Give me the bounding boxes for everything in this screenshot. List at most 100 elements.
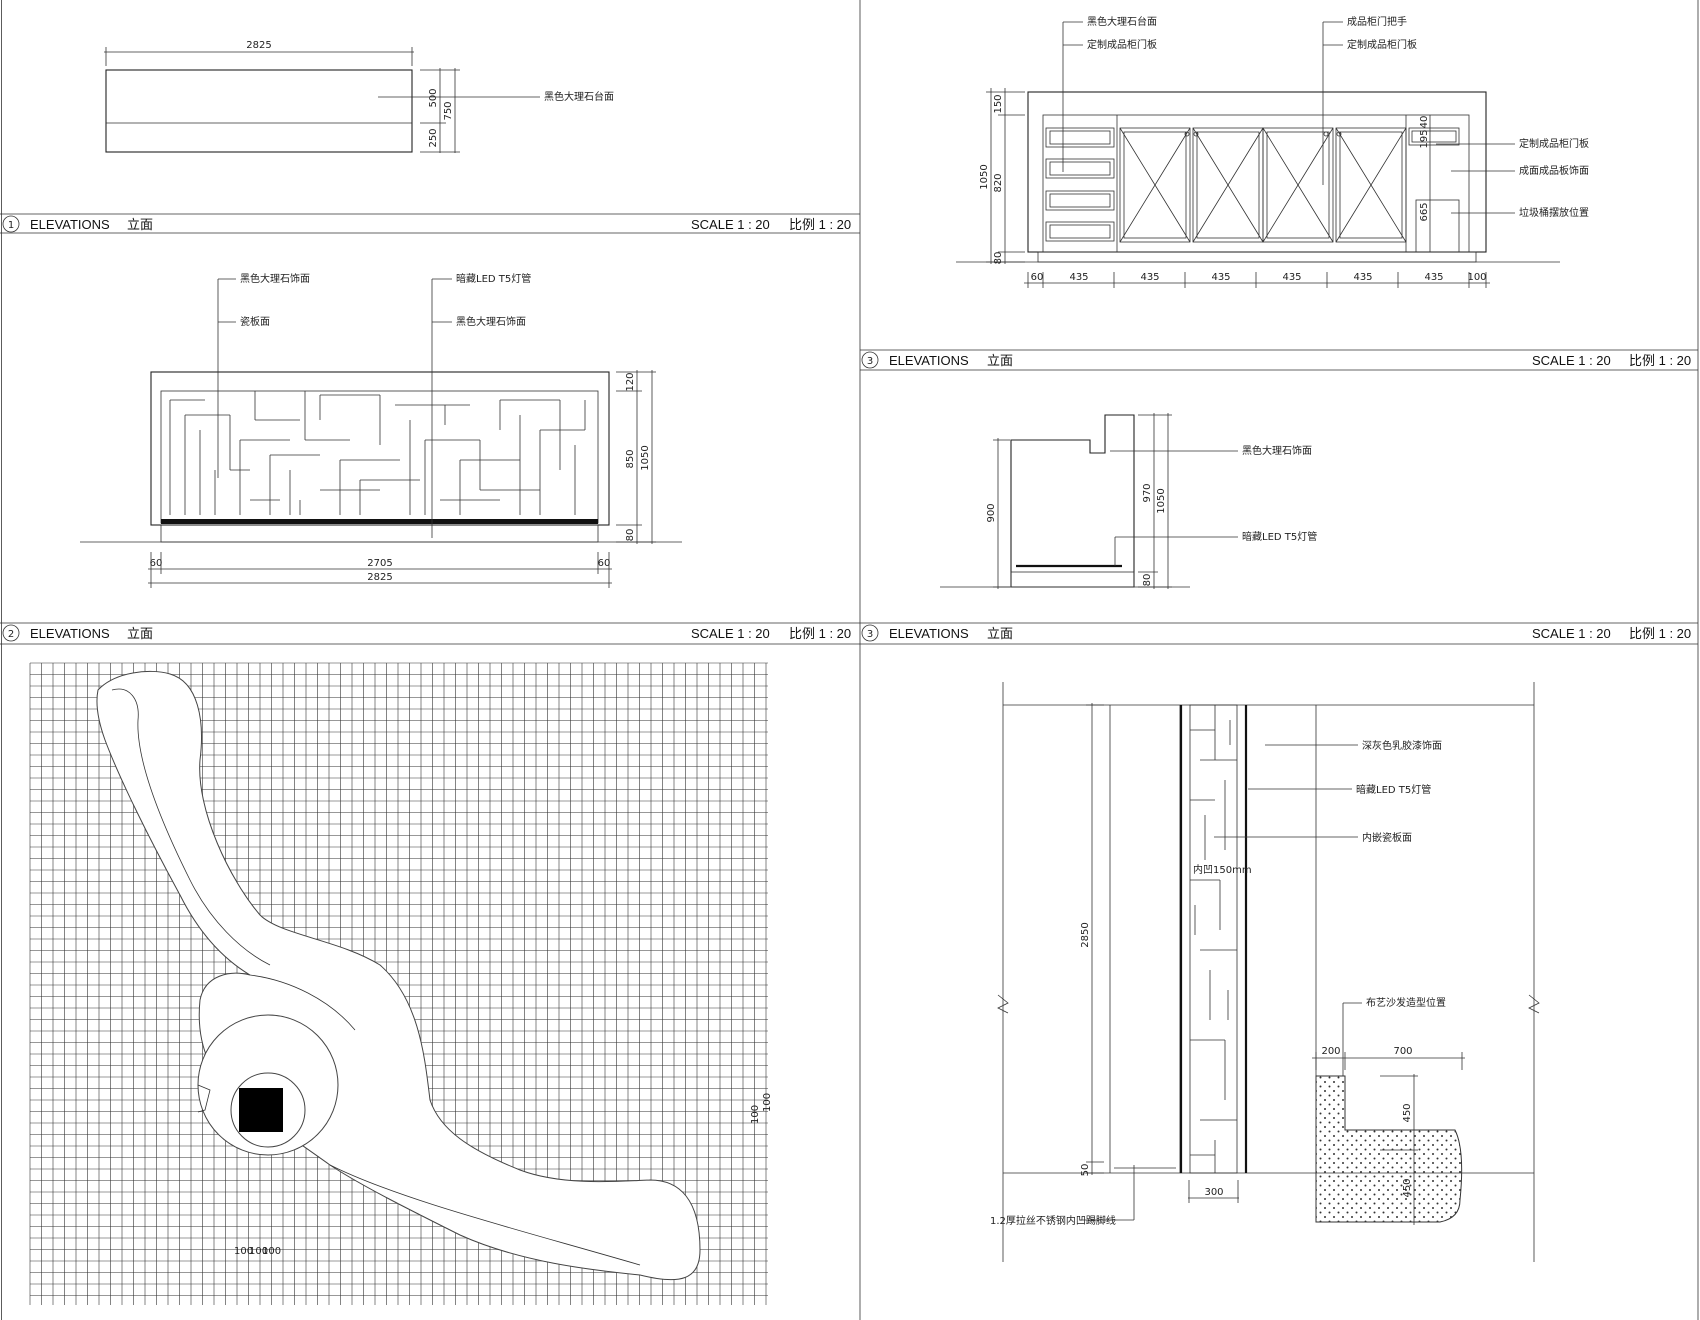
- dim-w-left: 60: [1031, 272, 1044, 283]
- panel-title-en: ELEVATIONS: [889, 626, 969, 641]
- panel-number: 3: [867, 629, 873, 640]
- label-stone-top: 黑色大理石台面: [1087, 15, 1157, 28]
- dim-w-right: 100: [1467, 272, 1486, 283]
- title-bar-panel-2: 2 ELEVATIONS 立面 SCALE 1 : 20 比例 1 : 20: [0, 622, 860, 645]
- counter-top-view: 2825 500 250 750 黑色大理石台面: [104, 40, 614, 153]
- dim-small: 40: [1419, 116, 1430, 129]
- dim-drawer-h: 195: [1419, 129, 1430, 148]
- panel-title-en: ELEVATIONS: [889, 353, 969, 368]
- dim-depth-b: 250: [428, 128, 439, 147]
- floor-plan: 100 100 100 100 100: [29, 662, 773, 1305]
- panel-scale-cn: 比例 1 : 20: [789, 626, 851, 641]
- dim-h-high: 970: [1142, 483, 1153, 502]
- dim-total: 2825: [367, 572, 392, 583]
- dim-depth-a: 500: [428, 88, 439, 107]
- cabinet-doors: [1119, 127, 1407, 243]
- label-handle: 成品柜门把手: [1347, 15, 1407, 28]
- title-bar-panel-3b: 3 ELEVATIONS 立面 SCALE 1 : 20 比例 1 : 20: [860, 622, 1698, 645]
- dim-h-total: 1050: [640, 445, 651, 470]
- label-sofa: 布艺沙发造型位置: [1366, 996, 1446, 1009]
- counter-outline: [96, 670, 701, 1281]
- dim-w-col-5: 435: [1353, 272, 1372, 283]
- dim-w-col-6: 435: [1424, 272, 1443, 283]
- dim-left: 60: [150, 558, 163, 569]
- panel-title-cn: 立面: [127, 626, 153, 641]
- panel-title-en: ELEVATIONS: [30, 626, 110, 641]
- grid-dim-b: 100: [249, 1246, 268, 1257]
- dim-w-col-4: 435: [1282, 272, 1301, 283]
- label-stone-b: 黑色大理石饰面: [456, 315, 526, 328]
- label-tile: 瓷板面: [240, 315, 270, 328]
- dim-mid: 2705: [367, 558, 392, 569]
- panel-title-cn: 立面: [987, 353, 1013, 368]
- label-stone: 黑色大理石饰面: [1242, 444, 1312, 457]
- label-stone-top: 黑色大理石台面: [544, 90, 614, 103]
- dim-width: 2825: [246, 40, 271, 51]
- label-led: 暗藏LED T5灯管: [1242, 530, 1317, 543]
- counter-side-elevation: 黑色大理石饰面 暗藏LED T5灯管 900 970 1050 80: [940, 413, 1317, 589]
- panel-number: 2: [8, 629, 14, 640]
- grid-dim-c: 100: [262, 1246, 281, 1257]
- panel-number: 3: [867, 356, 873, 367]
- dim-h-total: 1050: [979, 164, 990, 189]
- dim-h-top: 120: [625, 372, 636, 391]
- panel-scale-cn: 比例 1 : 20: [1629, 353, 1691, 368]
- panel-scale-cn: 比例 1 : 20: [789, 217, 851, 232]
- label-led: 暗藏LED T5灯管: [1356, 783, 1431, 796]
- panel-scale-en: SCALE 1 : 20: [1532, 626, 1611, 641]
- dim-sofa-a: 200: [1321, 1046, 1340, 1057]
- dim-sofa-d: 450: [1402, 1178, 1413, 1197]
- label-door-panel-right: 定制成品柜门板: [1347, 38, 1417, 51]
- dim-h-low: 900: [986, 503, 997, 522]
- dim-sofa-b: 700: [1393, 1046, 1412, 1057]
- dim-sofa-c: 450: [1402, 1103, 1413, 1122]
- dim-h-mid: 820: [993, 173, 1004, 192]
- inset-tile-pattern: [1190, 705, 1237, 1173]
- label-led: 暗藏LED T5灯管: [456, 272, 531, 285]
- dim-bin-h: 665: [1419, 202, 1430, 221]
- wall-elevation: 2850 50 300 200 700 450 450 深灰色乳胶漆饰面 暗藏L…: [990, 682, 1540, 1262]
- tile-maze-pattern: [169, 391, 586, 515]
- cabinet-elevation: 黑色大理石台面 定制成品柜门板 成品柜门把手 定制成品柜门板 定制成品柜门板 成…: [956, 15, 1589, 288]
- panel-scale-cn: 比例 1 : 20: [1629, 626, 1691, 641]
- grid-dim-a: 100: [234, 1246, 253, 1257]
- dim-right: 60: [598, 558, 611, 569]
- label-door-panel-left: 定制成品柜门板: [1087, 38, 1157, 51]
- title-bar-panel-1: 1 ELEVATIONS 立面 SCALE 1 : 20 比例 1 : 20: [0, 213, 860, 234]
- panel-title-en: ELEVATIONS: [30, 217, 110, 232]
- dim-h-base: 80: [993, 252, 1004, 265]
- panel-number: 1: [8, 220, 14, 231]
- dim-w-col-3: 435: [1211, 272, 1230, 283]
- dim-total: 750: [443, 101, 454, 120]
- label-recess: 内凹150mm: [1193, 863, 1252, 876]
- title-bar-panel-3a: 3 ELEVATIONS 立面 SCALE 1 : 20 比例 1 : 20: [860, 349, 1698, 371]
- label-skirting: 1.2厚拉丝不锈钢内凹踢脚线: [990, 1214, 1116, 1227]
- dim-base: 50: [1080, 1164, 1091, 1177]
- label-bin: 垃圾桶摆放位置: [1519, 206, 1589, 219]
- dim-h-total: 1050: [1156, 488, 1167, 513]
- dim-h-base: 80: [625, 529, 636, 542]
- grid-side-dim-b: 100: [762, 1093, 773, 1112]
- dim-height: 2850: [1080, 922, 1091, 947]
- grid-side-dim-a: 100: [750, 1105, 761, 1124]
- label-door-panel-side: 定制成品柜门板: [1519, 137, 1589, 150]
- dim-w-col-1: 435: [1069, 272, 1088, 283]
- panel-scale-en: SCALE 1 : 20: [691, 217, 770, 232]
- panel-scale-en: SCALE 1 : 20: [1532, 353, 1611, 368]
- dim-width: 300: [1204, 1187, 1223, 1198]
- label-base-panel: 成面成品板饰面: [1519, 164, 1589, 177]
- label-paint: 深灰色乳胶漆饰面: [1362, 739, 1442, 752]
- dim-h-mid: 850: [625, 449, 636, 468]
- dim-h-top: 150: [993, 94, 1004, 113]
- label-stone-a: 黑色大理石饰面: [240, 272, 310, 285]
- drawers-left: [1045, 127, 1115, 242]
- panel-scale-en: SCALE 1 : 20: [691, 626, 770, 641]
- label-tile: 内嵌瓷板面: [1362, 831, 1412, 844]
- dim-h-base: 80: [1142, 574, 1153, 587]
- cabinet-width-ticks: [1027, 272, 1487, 288]
- dim-w-col-2: 435: [1140, 272, 1159, 283]
- counter-front-elevation: 黑色大理石饰面 瓷板面 暗藏LED T5灯管 黑色大理石饰面 60 2705 6…: [80, 272, 682, 588]
- column-block: [239, 1088, 283, 1132]
